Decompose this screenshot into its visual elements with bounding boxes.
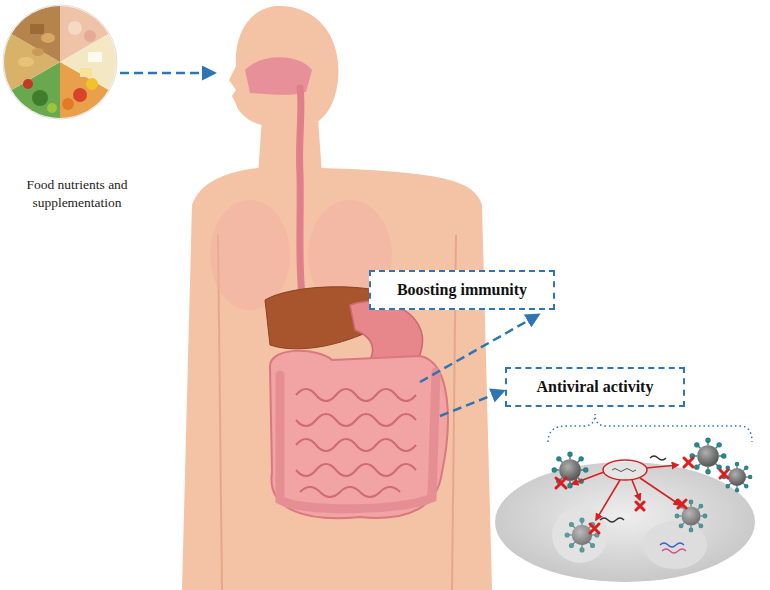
food-plate <box>3 5 117 119</box>
rna-strand <box>612 469 636 472</box>
intestines <box>270 351 448 518</box>
rna-strand <box>662 549 686 553</box>
fruit-wedge <box>60 62 109 118</box>
box-label: Antiviral activity <box>537 377 654 396</box>
rna-strand <box>600 518 624 522</box>
virus <box>552 452 587 487</box>
box-label: Boosting immunity <box>397 280 527 299</box>
rna-strand <box>650 456 666 460</box>
cell-illustration <box>495 438 755 582</box>
rna-strand <box>660 543 684 547</box>
leader-arrow <box>440 391 503 416</box>
callout-box: Boosting immunity <box>369 270 555 310</box>
block-marks <box>556 458 728 533</box>
virus <box>690 438 725 473</box>
bracket <box>548 414 752 442</box>
nucleus <box>643 521 707 569</box>
colon <box>280 372 436 509</box>
intake-arrow <box>120 72 214 75</box>
virus <box>675 500 707 532</box>
head <box>229 6 338 130</box>
plate-rim <box>3 5 117 119</box>
caption-label: Food nutrients and supplementation <box>2 176 152 211</box>
callout-box: Antiviral activity <box>505 367 685 407</box>
small-intestine <box>296 389 416 497</box>
inhibition-arrows <box>572 465 680 520</box>
food-detail <box>18 21 102 113</box>
torso <box>182 168 492 590</box>
virus <box>565 518 598 551</box>
lung <box>210 200 290 310</box>
sirna-complex <box>603 460 647 480</box>
bread-wedge <box>12 6 61 62</box>
esophagus <box>300 88 302 295</box>
